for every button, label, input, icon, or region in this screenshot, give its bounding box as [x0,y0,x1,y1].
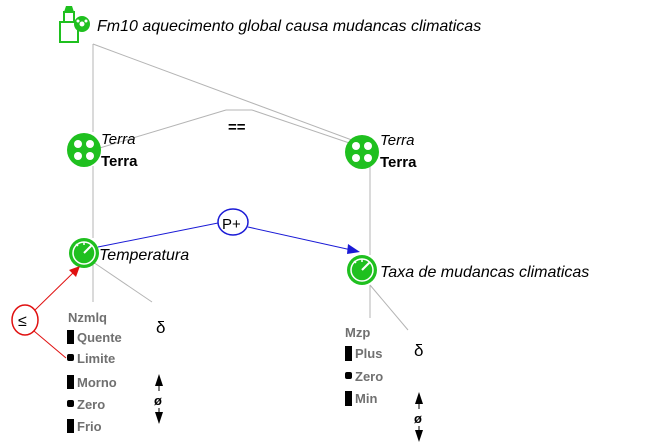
derivative-right-value[interactable]: ø [414,411,422,426]
value-plus[interactable]: Plus [355,346,382,361]
influence-relation[interactable]: P+ [97,208,360,254]
influence-label: P+ [222,216,241,233]
quantity-gauge-icon[interactable] [69,238,99,268]
entity-right-type: Terra [380,132,414,149]
entity-icon[interactable] [67,133,101,167]
inequality-relation[interactable]: ≤ [11,266,80,359]
quantity-right-name: Taxa de mudancas climaticas [380,264,589,281]
value-quente[interactable]: Quente [77,330,122,345]
derivative-left-symbol: δ [156,318,165,337]
model-fragment-icon[interactable] [59,6,90,43]
arrow-down-icon [155,412,163,424]
quantity-space-right: Plus Zero Min [345,346,383,406]
derivative-left-space: ø [153,374,165,424]
value-frio[interactable]: Frio [77,419,102,434]
value-limite[interactable]: Limite [77,351,115,366]
quantity-left-name: Temperatura [99,247,189,264]
entity-left-type: Terra [101,131,135,148]
entity-right-name: Terra [380,154,417,171]
diagram-title: Fm10 aquecimento global causa mudancas c… [97,18,481,35]
inequality-label: ≤ [18,313,27,330]
value-zero[interactable]: Zero [77,397,105,412]
arrow-up-icon [155,374,163,386]
value-min[interactable]: Min [355,391,377,406]
entity-icon[interactable] [345,135,379,169]
derivative-right-space: ø [413,392,425,442]
arrow-up-icon [415,392,423,404]
equality-symbol: == [228,119,246,136]
derivative-left-value[interactable]: ø [154,393,162,408]
structure-lines [92,43,409,331]
arrow-down-icon [415,430,423,442]
value-morno[interactable]: Morno [77,375,117,390]
derivative-right-symbol: δ [414,341,423,360]
quantity-space-left: Quente Limite Morno Zero Frio [67,330,122,434]
quantity-space-right-name: Mzp [345,325,370,340]
value-zero[interactable]: Zero [355,369,383,384]
quantity-space-left-name: Nzmlq [68,310,107,325]
quantity-gauge-icon[interactable] [347,255,377,285]
entity-left-name: Terra [101,153,138,170]
